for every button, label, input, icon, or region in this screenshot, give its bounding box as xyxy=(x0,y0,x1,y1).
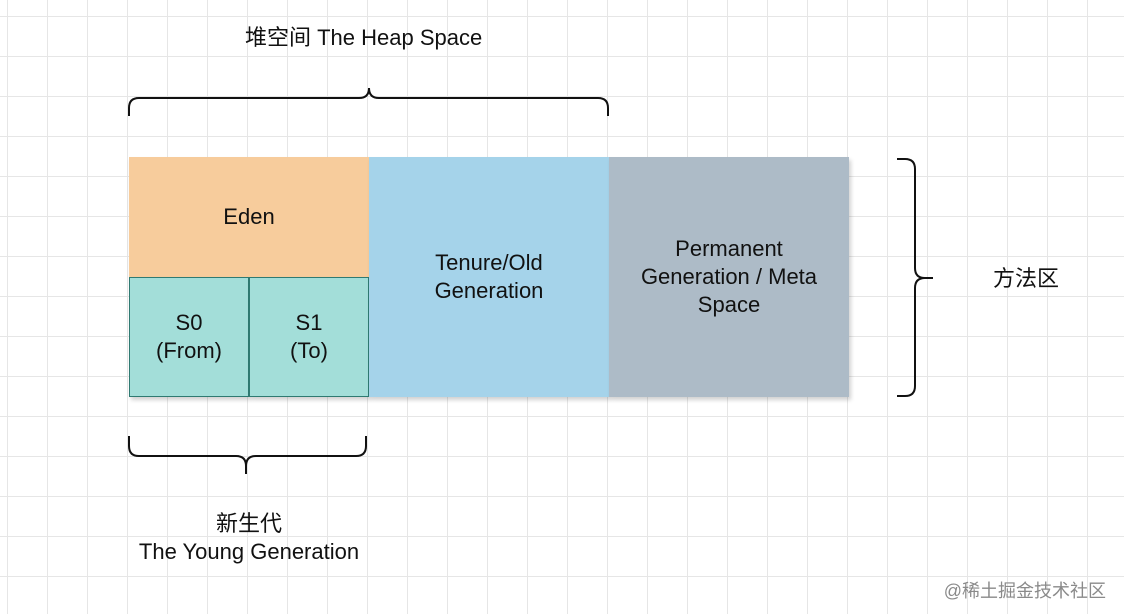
eden-label: Eden xyxy=(223,204,275,229)
s1-block: S1 (To) xyxy=(249,277,369,397)
watermark: @稀土掘金技术社区 xyxy=(943,581,1106,601)
s0-label: S0 (From) xyxy=(156,310,222,363)
tenure-block: Tenure/Old Generation xyxy=(369,157,609,397)
method-area-label: 方法区 xyxy=(993,266,1060,291)
young-generation-label: 新生代 The Young Generation xyxy=(138,511,360,564)
s0-block: S0 (From) xyxy=(129,277,249,397)
permanent-label: Permanent Generation / Meta Space xyxy=(640,236,818,317)
tenure-label: Tenure/Old Generation xyxy=(434,250,544,303)
eden-block: Eden xyxy=(129,157,369,277)
heap-space-label: 堆空间 The Heap Space xyxy=(245,25,483,50)
s1-label: S1 (To) xyxy=(290,310,328,363)
permanent-block: Permanent Generation / Meta Space xyxy=(609,157,849,397)
